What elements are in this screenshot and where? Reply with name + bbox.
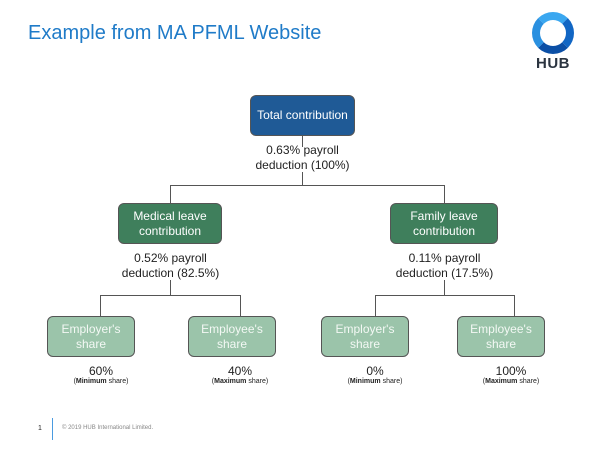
family-employer-value: 0%(Minimum share) bbox=[347, 364, 403, 385]
medical-employee-share-box: Employee's share bbox=[188, 316, 276, 357]
family-employee-share-box: Employee's share bbox=[457, 316, 545, 357]
family-employer-share-box: Employer's share bbox=[321, 316, 409, 357]
connector bbox=[444, 185, 445, 203]
connector bbox=[375, 295, 515, 296]
connector bbox=[514, 295, 515, 316]
connector bbox=[375, 295, 376, 316]
connector bbox=[100, 295, 101, 316]
page-number: 1 bbox=[38, 425, 42, 432]
connector bbox=[170, 185, 445, 186]
medical-employer-value: 60%(Minimum share) bbox=[73, 364, 129, 385]
family-employee-value: 100%(Maximum share) bbox=[482, 364, 540, 385]
copyright: © 2019 HUB International Limited. bbox=[62, 425, 154, 431]
medical-employee-value: 40%(Maximum share) bbox=[211, 364, 269, 385]
connector bbox=[100, 295, 240, 296]
footer-divider bbox=[52, 418, 53, 440]
connector bbox=[170, 280, 171, 295]
hub-logo: HUB bbox=[531, 12, 575, 72]
connector bbox=[302, 172, 303, 185]
connector bbox=[302, 135, 303, 147]
slide-title: Example from MA PFML Website bbox=[28, 22, 322, 44]
connector bbox=[170, 185, 171, 203]
connector bbox=[444, 280, 445, 295]
medical-employer-share-box: Employer's share bbox=[47, 316, 135, 357]
connector bbox=[240, 295, 241, 316]
total-contribution-box: Total contribution bbox=[250, 95, 355, 136]
logo-text: HUB bbox=[536, 55, 570, 72]
logo-ring-icon bbox=[532, 12, 574, 54]
